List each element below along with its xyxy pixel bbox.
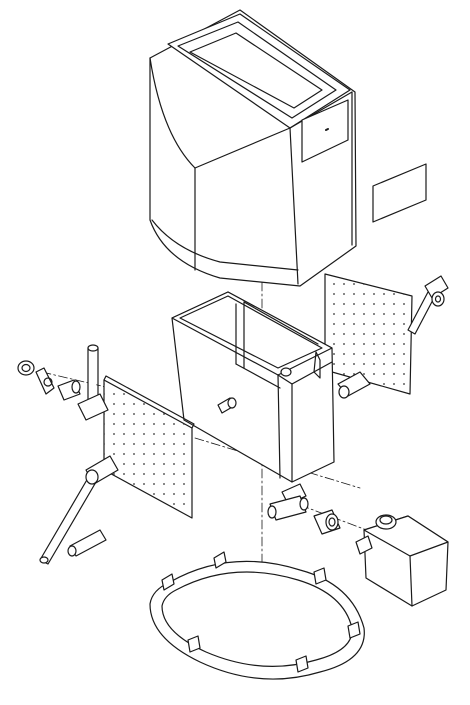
front-perforated-panel [103,375,195,519]
detached-window-panel [372,163,427,223]
pump-motor-unit [355,514,449,607]
base-frame-ring [149,551,365,680]
inspection-window [301,99,349,163]
left-hinge-arm [39,455,119,565]
coupling-nut [313,509,341,535]
valve-knob [17,360,81,401]
right-hinge-arm [337,275,449,399]
inner-tank [171,291,335,483]
housing-cover [149,9,357,287]
standpipe [77,344,109,421]
tee-fitting [267,483,309,521]
rear-perforated-panel [324,273,413,395]
panel-fitting [217,397,237,414]
